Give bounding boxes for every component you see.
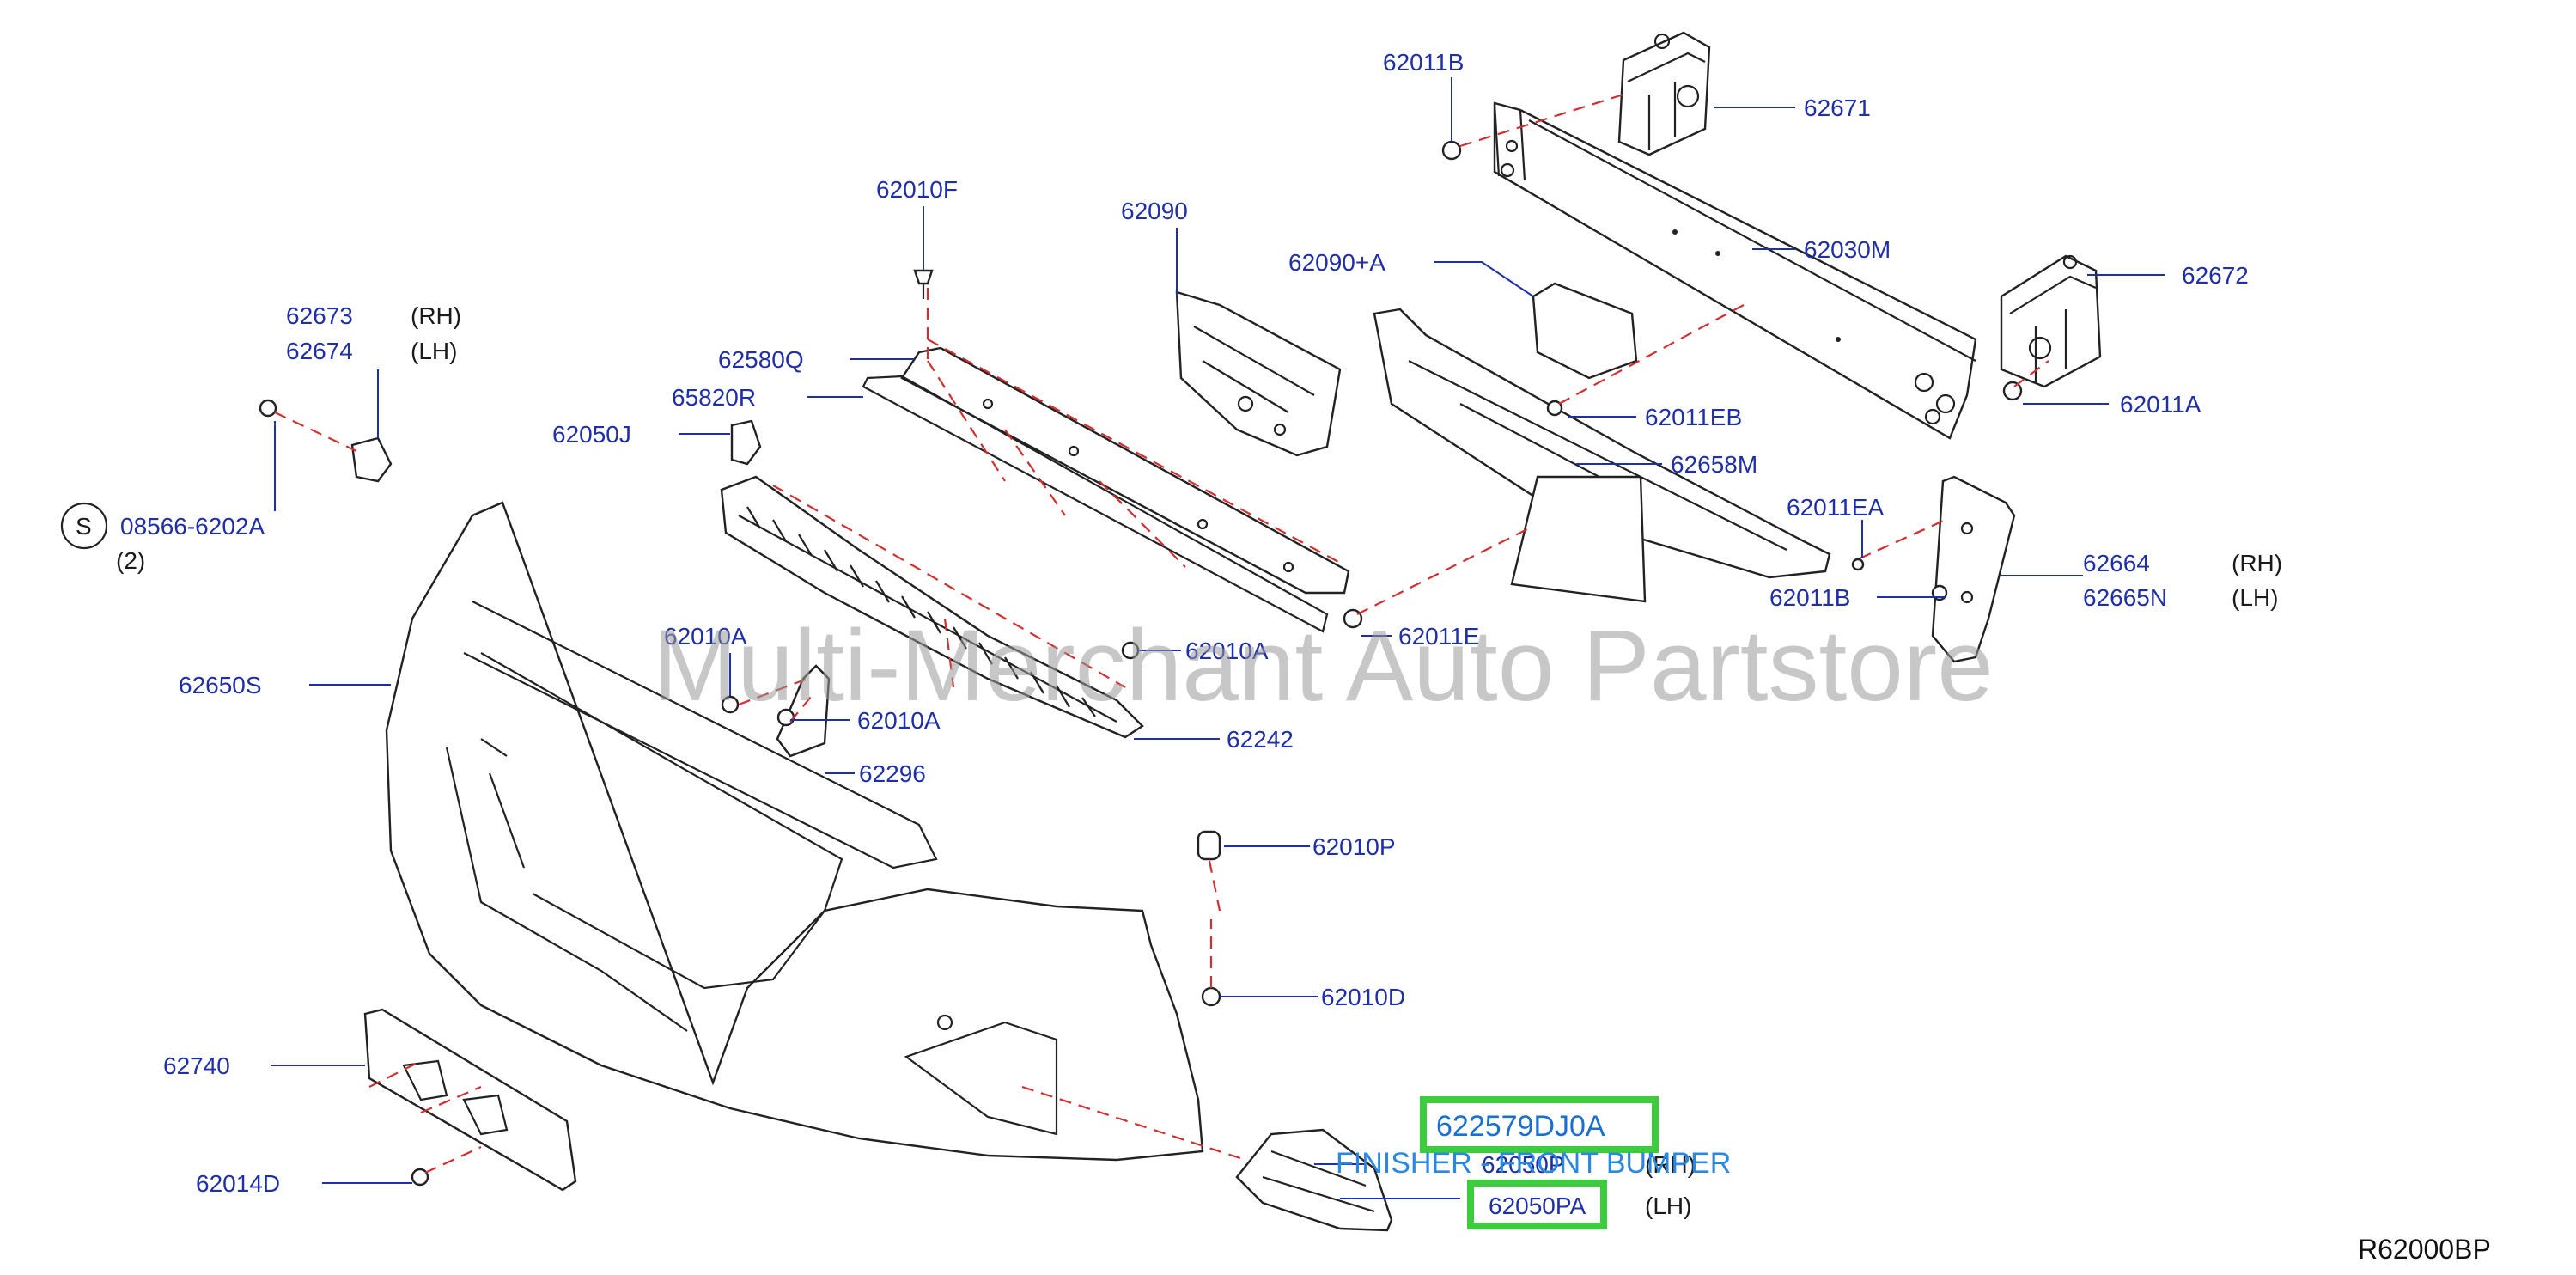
label-62011A[interactable]: 62011A [2120, 391, 2201, 418]
label-62673[interactable]: 62673 [286, 302, 353, 329]
label-62296[interactable]: 62296 [859, 760, 926, 787]
service-symbol-letter: S [76, 513, 92, 540]
label-62674[interactable]: 62674 [286, 338, 353, 364]
leader-lines [271, 77, 2165, 1199]
bumper-reinforcement-beam-drawing [1493, 101, 1977, 440]
label-62050P[interactable]: 62050P [1482, 1151, 1565, 1178]
label-62011EB[interactable]: 62011EB [1645, 404, 1742, 430]
bumper-stay-rh-drawing [1617, 31, 1711, 156]
bolt-08566 [259, 399, 277, 418]
highlight-overlays: 622579DJ0A FINISHER - FRONT BUMPER [1336, 1096, 1731, 1229]
highlight-box-62050PA [1467, 1180, 1607, 1229]
highlight-box-part-number [1420, 1096, 1659, 1153]
label-62011B-top[interactable]: 62011B [1383, 49, 1464, 76]
label-62674-side: (LH) [411, 338, 457, 364]
service-symbol-circle [60, 502, 108, 550]
fog-lamp-finisher-drawing [1235, 1128, 1393, 1232]
side-bracket-62664-drawing [1931, 475, 2016, 663]
label-62665N[interactable]: 62665N [2083, 584, 2167, 611]
bumper-fascia-drawing [385, 501, 1204, 1162]
label-62090A[interactable]: 62090+A [1288, 249, 1385, 276]
label-62011E[interactable]: 62011E [1398, 623, 1479, 650]
upper-grille-strip-drawing [862, 346, 1350, 633]
label-62050J[interactable]: 62050J [552, 421, 631, 448]
label-62010A-left[interactable]: 62010A [664, 623, 747, 650]
bolt-62011B-top [1441, 140, 1462, 161]
label-62090[interactable]: 62090 [1121, 198, 1188, 224]
label-62671[interactable]: 62671 [1804, 95, 1871, 121]
label-65820R[interactable]: 65820R [672, 384, 756, 411]
clip-62011EA [1851, 558, 1865, 571]
label-62050P-side: (RH) [1645, 1151, 1696, 1178]
label-62672[interactable]: 62672 [2182, 262, 2249, 289]
label-62050PA[interactable]: 62050PA [1489, 1193, 1586, 1219]
label-08566-6202A[interactable]: 08566-6202A [120, 513, 265, 540]
license-plate-bracket-drawing [363, 1008, 577, 1192]
air-deflector-drawing [1373, 308, 1831, 603]
part-description-caption: FINISHER - FRONT BUMPER [1336, 1147, 1731, 1180]
clip-62050J-drawing [730, 419, 762, 466]
bracket-62296-drawing [776, 664, 831, 758]
bracket-62673-drawing [350, 436, 393, 483]
bolt-62011A [2002, 381, 2023, 401]
bumper-stay-lh-drawing [2000, 254, 2102, 388]
label-62010P[interactable]: 62010P [1312, 833, 1396, 860]
fasteners-drawing [259, 140, 2023, 1187]
part-number-labels: 62011B 62671 62030M 62672 62011A 62010F … [60, 49, 2282, 1219]
label-08566-qty: (2) [116, 547, 145, 574]
highlighted-part-number[interactable]: 622579DJ0A [1436, 1110, 1605, 1143]
air-guide-upper-drawing [1175, 290, 1342, 457]
label-62010A-mid[interactable]: 62010A [1185, 638, 1269, 664]
clip-62010A-left [721, 695, 740, 714]
label-62010F[interactable]: 62010F [876, 176, 958, 203]
clip-62010F [913, 269, 934, 285]
label-62740[interactable]: 62740 [163, 1052, 230, 1079]
label-62030M[interactable]: 62030M [1804, 236, 1891, 263]
label-62242[interactable]: 62242 [1227, 726, 1294, 753]
label-62650S[interactable]: 62650S [179, 672, 262, 699]
assembly-guide-lines [274, 93, 2049, 1174]
label-62673-side: (RH) [411, 302, 461, 329]
bolt-62011EB [1546, 400, 1563, 417]
clip-62010P [1197, 830, 1221, 861]
label-62014D[interactable]: 62014D [196, 1170, 280, 1197]
label-62050PA-side: (LH) [1645, 1193, 1691, 1219]
label-62580Q[interactable]: 62580Q [718, 346, 804, 373]
label-62664[interactable]: 62664 [2083, 550, 2150, 576]
label-62010A-low[interactable]: 62010A [857, 707, 941, 734]
label-62665N-side: (LH) [2232, 584, 2278, 611]
grille-62242-drawing [720, 475, 1144, 739]
air-guide-side-drawing [1532, 282, 1638, 380]
screw-62014D [411, 1168, 429, 1187]
watermark-text: Multi-Merchant Auto Partstore [653, 609, 1994, 723]
label-62010D[interactable]: 62010D [1321, 984, 1405, 1010]
label-62664-side: (RH) [2232, 550, 2282, 576]
diagram-reference-code: R62000BP [2358, 1234, 2491, 1265]
label-62011EA[interactable]: 62011EA [1787, 494, 1884, 521]
label-62011B-right[interactable]: 62011B [1769, 584, 1850, 611]
label-62658M[interactable]: 62658M [1671, 451, 1757, 478]
clip-62010D [1201, 986, 1221, 1007]
